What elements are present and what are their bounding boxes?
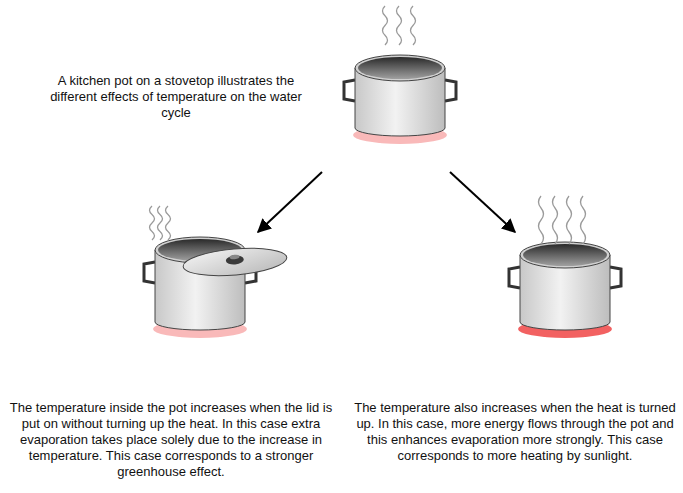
steam-line — [581, 196, 586, 244]
pot-lid — [182, 245, 288, 280]
flow-arrow — [450, 172, 515, 232]
intro-note: A kitchen pot on a stovetop illustrates … — [44, 73, 308, 121]
pot-handle — [509, 267, 520, 288]
steam-line — [383, 6, 388, 45]
steam-line — [539, 196, 544, 244]
steam-line — [567, 196, 572, 244]
lid-note: The temperature inside the pot increases… — [3, 400, 339, 480]
pot-handle — [445, 80, 456, 101]
steam-line — [397, 6, 402, 45]
pot — [344, 55, 456, 144]
pot — [509, 242, 621, 338]
pot — [144, 237, 288, 338]
pot-handle — [610, 267, 621, 288]
steam-line — [158, 206, 163, 240]
pot-rim — [520, 242, 610, 268]
pot-handle — [344, 80, 355, 101]
steam-line — [411, 6, 416, 45]
pot-handle — [144, 262, 155, 283]
steam-line — [553, 196, 558, 244]
flow-arrow — [258, 172, 322, 232]
steam-line — [150, 206, 155, 240]
heat-note: The temperature also increases when the … — [349, 400, 681, 464]
pot-inside — [523, 244, 607, 266]
pot-rim — [355, 55, 445, 81]
steam-line — [166, 206, 171, 240]
pot-inside — [358, 57, 442, 79]
